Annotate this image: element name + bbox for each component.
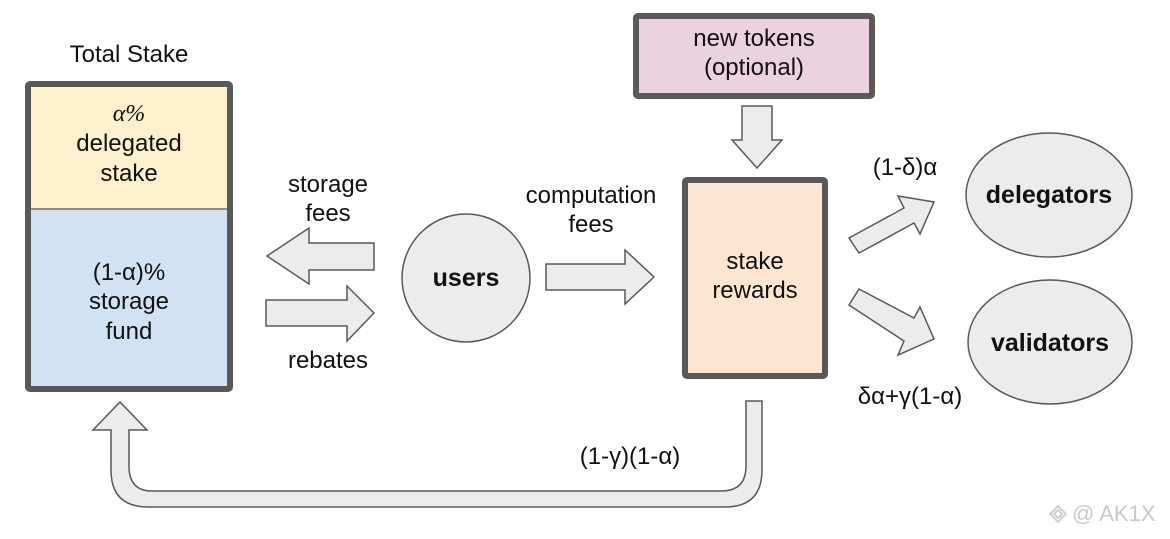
new-tokens-label: new tokens (optional) bbox=[636, 24, 872, 83]
validators-node bbox=[967, 279, 1133, 405]
total-stake-box bbox=[25, 81, 233, 392]
stake-rewards-box bbox=[682, 177, 828, 379]
storage-line2: storage bbox=[88, 288, 170, 316]
delegators-arrow bbox=[847, 195, 936, 254]
delegators-label: delegators bbox=[985, 181, 1113, 209]
delegated-line3: stake bbox=[100, 159, 158, 187]
storage-fund-section bbox=[28, 210, 230, 389]
delegators-node bbox=[965, 132, 1133, 258]
users-node bbox=[401, 213, 531, 343]
delegated-line2: delegated bbox=[76, 130, 182, 158]
total-stake-title: Total Stake bbox=[69, 41, 189, 68]
stake-rewards-label: stake rewards bbox=[685, 247, 825, 306]
down-arrow-new-tokens bbox=[730, 105, 784, 170]
delegated-stake-label: α% delegated stake bbox=[28, 99, 230, 188]
validators-share-label: δα+γ(1-α) bbox=[857, 383, 963, 410]
rebates-arrow bbox=[265, 284, 376, 343]
stake-rewards-line1: stake bbox=[726, 248, 784, 275]
watermark-text: @ AK1X bbox=[1072, 501, 1156, 526]
storage-fund-label: (1-α)% storage fund bbox=[28, 258, 230, 346]
new-tokens-line1: new tokens bbox=[693, 25, 815, 52]
computation-fees-label: computation fees bbox=[506, 181, 676, 240]
storage-alpha: (1-α)% bbox=[92, 259, 166, 286]
storage-fees-label: storage fees bbox=[268, 170, 388, 229]
storage-fund-return-arrow bbox=[91, 400, 763, 508]
validators-label: validators bbox=[990, 329, 1110, 357]
delegated-stake-section bbox=[28, 84, 230, 210]
new-tokens-line2: (optional) bbox=[703, 54, 805, 82]
delegated-alpha: α% bbox=[28, 99, 230, 129]
computation-fees-arrow bbox=[545, 248, 656, 306]
computation-fees-line1: computation bbox=[525, 182, 657, 209]
new-tokens-box bbox=[633, 13, 875, 99]
rebates-label: rebates bbox=[287, 347, 369, 374]
delegators-share-label: (1-δ)α bbox=[872, 154, 938, 181]
users-label: users bbox=[432, 264, 500, 292]
storage-fees-line2: fees bbox=[305, 200, 351, 228]
delegated-percent: α% bbox=[112, 101, 146, 127]
storage-fees-line1: storage bbox=[287, 171, 369, 198]
validators-arrow bbox=[847, 288, 935, 357]
storage-fees-arrow bbox=[265, 226, 375, 286]
storage-fund-return-label: (1-γ)(1-α) bbox=[579, 443, 681, 470]
computation-fees-line2: fees bbox=[568, 211, 614, 239]
binance-logo-icon bbox=[1048, 504, 1068, 524]
stake-rewards-line2: rewards bbox=[712, 277, 798, 305]
storage-line3: fund bbox=[105, 317, 153, 345]
